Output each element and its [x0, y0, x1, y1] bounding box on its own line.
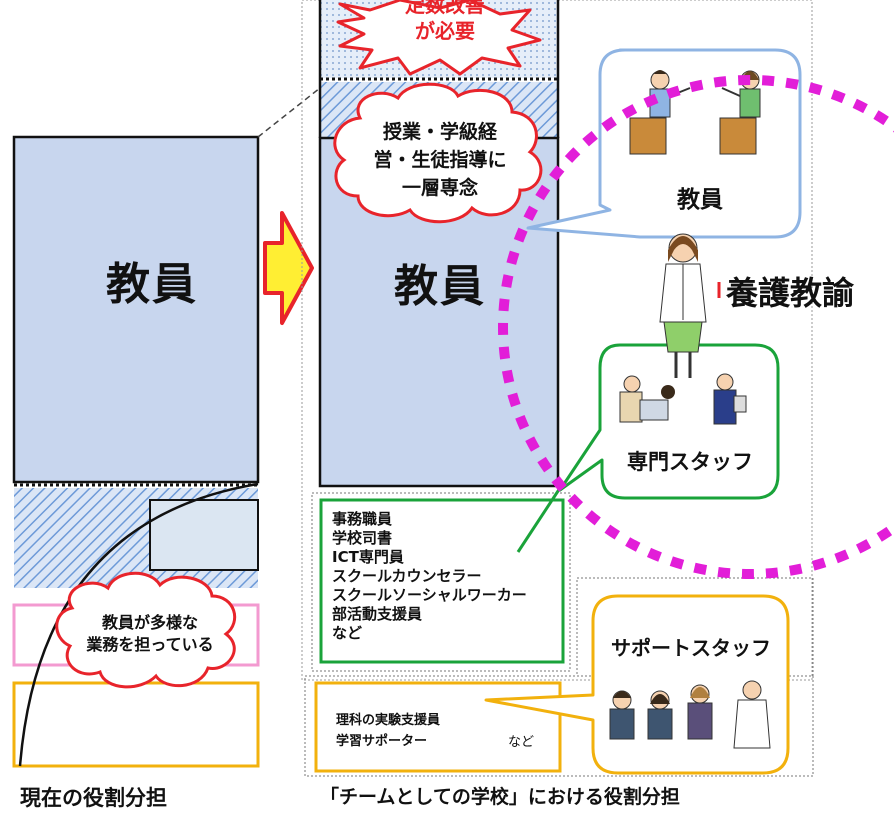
support-bubble-label: サポートスタッフ [611, 636, 771, 660]
top-burst-line-2: が必要 [415, 19, 475, 43]
left-teacher-label: 教員 [106, 259, 198, 310]
staff-list-item: 部活動支援員 [332, 605, 423, 623]
support-list-etc: など [508, 735, 535, 750]
support-list: 理科の実験支援員 学習サポーター [336, 710, 440, 752]
nurse-teacher-figure [659, 233, 707, 378]
focus-cloud-line-3: 一層専念 [401, 177, 478, 199]
teachers-bubble-label: 教員 [677, 187, 723, 213]
left-caption: 現在の役割分担 [20, 786, 167, 810]
highlight-dashed-circle [498, 75, 894, 579]
support-list-item: 学習サポーター [336, 734, 428, 749]
left-curve [18, 482, 259, 767]
left-cloud-text: 教員が多様な 業務を担っている [70, 612, 230, 656]
focus-cloud-text: 授業・学級経 営・生徒指導に 一層専念 [350, 118, 530, 202]
focus-cloud-line-1: 授業・学級経 [382, 121, 497, 143]
right-caption: 「チームとしての学校」における役割分担 [320, 786, 680, 808]
right-teacher-label: 教員 [394, 261, 486, 312]
right-outer-dotted [301, 0, 813, 681]
top-burst-line-1: 定数改善 [405, 0, 485, 17]
top-burst-text: 定数改善 が必要 [370, 0, 520, 44]
staff-list-box [319, 498, 565, 664]
yogo-teacher-label: 養護教諭 [726, 274, 855, 312]
zoom-line [257, 87, 321, 138]
staff-list-item: ICT専門員 [332, 548, 404, 566]
staff-list-item: スクールソーシャルワーカー [332, 586, 527, 604]
staff-list-item: 事務職員 [332, 510, 393, 528]
left-cloud-line-1: 教員が多様な [101, 613, 198, 632]
focus-cloud [333, 82, 543, 224]
focus-cloud-line-2: 営・生徒指導に [373, 149, 507, 171]
support-list-box [314, 681, 562, 773]
teacher-figure-2 [719, 70, 761, 155]
staff-list-item: 学校司書 [332, 529, 393, 547]
support-list-item: 理科の実験支援員 [336, 713, 441, 728]
support-figures [609, 680, 771, 749]
left-teacher-block [12, 135, 260, 484]
staff-list-item: など [332, 624, 363, 642]
big-right-arrow [263, 211, 314, 325]
staff-list-item: スクールカウンセラー [332, 567, 482, 585]
specialists-bubble-label: 専門スタッフ [627, 450, 753, 474]
staff-list-outer [311, 492, 571, 672]
support-outer [304, 675, 814, 777]
top-burst [336, 0, 542, 76]
staff-list: 事務職員 学校司書 ICT専門員 スクールカウンセラー スクールソーシャルワーカ… [332, 510, 527, 643]
left-cloud [55, 571, 237, 689]
left-cloud-line-2: 業務を担っている [86, 635, 214, 654]
specialist-figures [619, 373, 747, 425]
